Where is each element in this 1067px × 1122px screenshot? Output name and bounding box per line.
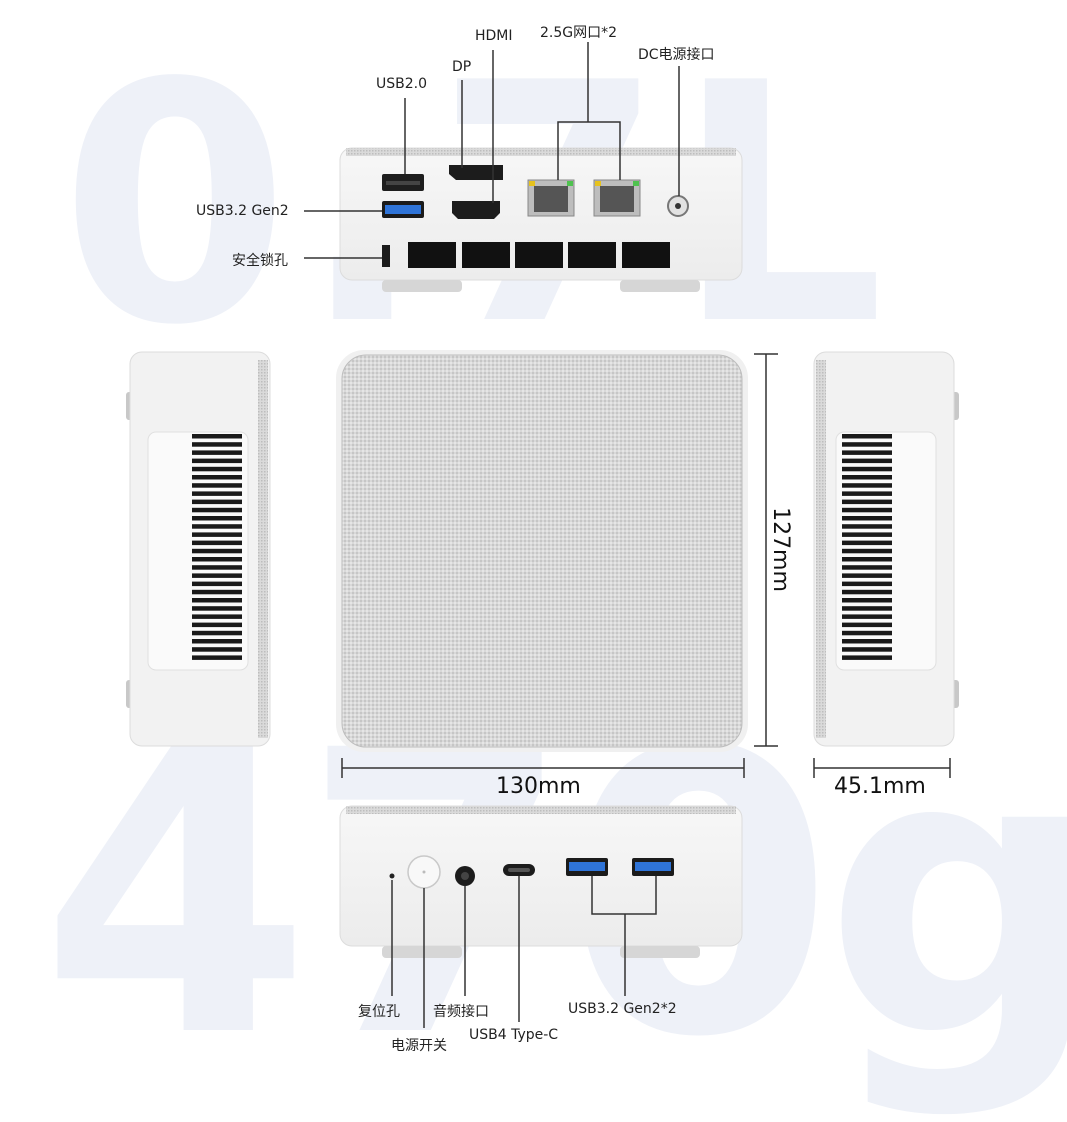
left-side-view bbox=[126, 351, 271, 747]
reset-hole-icon bbox=[389, 873, 395, 879]
vent-slot bbox=[842, 573, 892, 578]
vent-slot bbox=[842, 442, 892, 447]
vent-slot bbox=[842, 589, 892, 595]
vent-slot bbox=[842, 630, 892, 636]
vent-slot bbox=[192, 598, 242, 603]
vent-slot bbox=[192, 581, 242, 587]
vent-slot bbox=[192, 442, 242, 447]
hdmi-port-icon bbox=[452, 201, 500, 219]
vent-slot bbox=[842, 466, 892, 472]
vent-slot bbox=[192, 475, 242, 480]
audio-jack-label: 音频接口 bbox=[433, 1004, 489, 1020]
dp-port-icon bbox=[449, 165, 503, 180]
security-lock-icon bbox=[382, 245, 390, 267]
vent-slot bbox=[842, 540, 892, 546]
vent-slot bbox=[842, 458, 892, 464]
security-lock-label: 安全锁孔 bbox=[232, 253, 288, 269]
vent-slot bbox=[192, 548, 242, 554]
vent-slot bbox=[842, 475, 892, 480]
vent-slot bbox=[842, 499, 892, 505]
vent-slot bbox=[842, 622, 892, 628]
vent-slot bbox=[192, 540, 242, 546]
vent-slot bbox=[842, 581, 892, 587]
vent-slot bbox=[192, 450, 242, 455]
usb4-typec-label: USB4 Type-C bbox=[469, 1027, 559, 1043]
vent-slot bbox=[192, 565, 242, 570]
vent-slot bbox=[192, 499, 242, 505]
dp-label: DP bbox=[452, 59, 472, 75]
vent-slot bbox=[192, 573, 242, 578]
left-vent-slots bbox=[192, 434, 242, 660]
depth-dimension-label: 45.1mm bbox=[834, 774, 926, 799]
vent-slot bbox=[192, 491, 242, 496]
vent-slot bbox=[192, 434, 242, 439]
vent-slot bbox=[192, 630, 242, 636]
height-dimension-label: 127mm bbox=[767, 507, 793, 592]
vent-slot bbox=[842, 598, 892, 603]
vent-slot bbox=[842, 532, 892, 537]
hdmi-label: HDMI bbox=[475, 28, 513, 44]
device-drawings bbox=[126, 42, 959, 1028]
vent-slot bbox=[842, 434, 892, 439]
vent-slot bbox=[842, 516, 892, 521]
vent-slot bbox=[842, 565, 892, 570]
vent-slot bbox=[192, 647, 242, 652]
rear-leader-lines bbox=[304, 42, 680, 259]
vent-slot bbox=[842, 606, 892, 611]
vent-slot bbox=[192, 606, 242, 611]
right-vent-slots bbox=[842, 434, 892, 660]
vent-slot bbox=[842, 557, 892, 562]
vent-slot bbox=[192, 524, 242, 529]
vent-slot bbox=[192, 639, 242, 644]
dc-power-label: DC电源接口 bbox=[638, 47, 715, 63]
vent-slot bbox=[842, 507, 892, 513]
width-dimension-label: 130mm bbox=[496, 774, 581, 799]
lan-label: 2.5G网口*2 bbox=[540, 25, 618, 41]
rear-view bbox=[339, 147, 743, 292]
power-switch-label: 电源开关 bbox=[391, 1038, 447, 1054]
vent-slot bbox=[192, 589, 242, 595]
dimension-lines bbox=[341, 353, 951, 778]
vent-slot bbox=[192, 516, 242, 521]
vent-slot bbox=[192, 507, 242, 513]
vent-slot bbox=[192, 532, 242, 537]
reset-hole-label: 复位孔 bbox=[358, 1004, 400, 1020]
vent-slot bbox=[842, 614, 892, 619]
front-view bbox=[339, 805, 743, 958]
right-side-view bbox=[813, 351, 959, 747]
vent-slot bbox=[842, 524, 892, 529]
vent-slot bbox=[842, 639, 892, 644]
vent-slot bbox=[842, 647, 892, 652]
usb20-label: USB2.0 bbox=[376, 76, 428, 92]
top-view bbox=[336, 350, 748, 752]
vent-slot bbox=[192, 458, 242, 464]
vent-slot bbox=[842, 655, 892, 660]
vent-slot bbox=[842, 491, 892, 496]
vent-slot bbox=[192, 655, 242, 660]
vent-slot bbox=[842, 548, 892, 554]
vent-slot bbox=[192, 483, 242, 488]
vent-slot bbox=[192, 466, 242, 472]
lan-port-2-icon bbox=[593, 179, 641, 217]
vent-slot bbox=[192, 614, 242, 619]
lan-port-1-icon bbox=[527, 179, 575, 217]
vent-slot bbox=[842, 483, 892, 488]
vent-slot bbox=[192, 622, 242, 628]
usb32-front-label: USB3.2 Gen2*2 bbox=[568, 1001, 677, 1017]
vent-slot bbox=[842, 450, 892, 455]
usb32-rear-label: USB3.2 Gen2 bbox=[196, 203, 289, 219]
front-leader-lines bbox=[391, 876, 657, 1028]
vent-slot bbox=[192, 557, 242, 562]
